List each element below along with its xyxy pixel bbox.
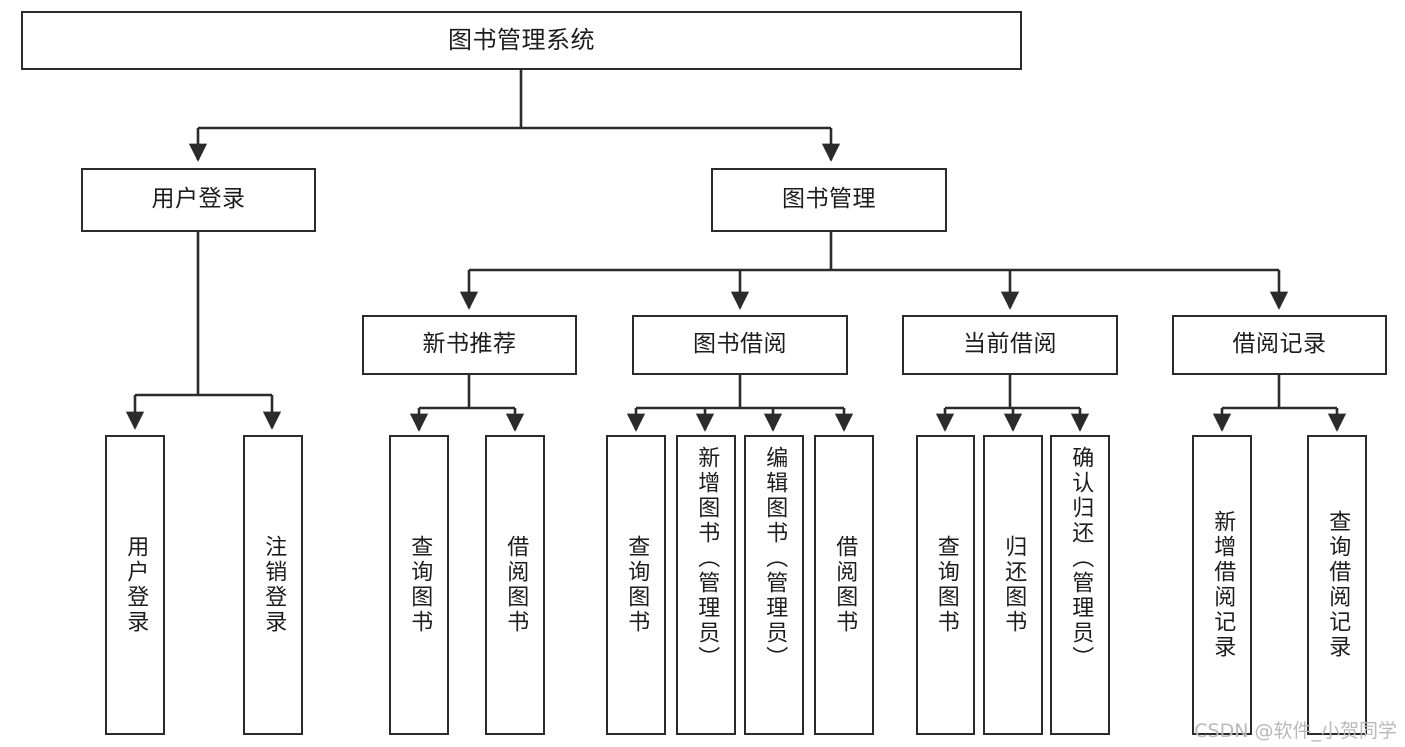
leaf-edit-book-admin[interactable]: 编辑图书（管理员） — [744, 435, 804, 735]
node-book-borrow[interactable]: 图书借阅 — [632, 315, 848, 375]
leaf-return-book[interactable]: 归还图书 — [983, 435, 1043, 735]
node-label: 新增借阅记录 — [1210, 510, 1236, 660]
node-label: 查询借阅记录 — [1325, 510, 1351, 660]
node-label: 查询图书 — [407, 535, 433, 635]
leaf-logout[interactable]: 注销登录 — [243, 435, 303, 735]
leaf-confirm-return-admin[interactable]: 确认归还（管理员） — [1050, 435, 1110, 735]
node-label: 查询图书 — [624, 535, 650, 635]
leaf-query-book-recommend[interactable]: 查询图书 — [389, 435, 449, 735]
node-root-system[interactable]: 图书管理系统 — [21, 11, 1022, 70]
leaf-add-book-admin[interactable]: 新增图书（管理员） — [676, 435, 736, 735]
node-label: 用户登录 — [123, 535, 149, 635]
leaf-add-borrow-record[interactable]: 新增借阅记录 — [1192, 435, 1252, 735]
leaf-query-book-borrow[interactable]: 查询图书 — [606, 435, 666, 735]
node-book-management[interactable]: 图书管理 — [711, 168, 947, 232]
node-label: 图书借阅 — [693, 331, 787, 358]
leaf-borrow-book[interactable]: 借阅图书 — [814, 435, 874, 735]
leaf-query-borrow-record[interactable]: 查询借阅记录 — [1307, 435, 1367, 735]
node-new-book-recommend[interactable]: 新书推荐 — [362, 315, 577, 375]
node-label: 借阅图书 — [832, 535, 858, 635]
watermark-text: CSDN @软件_小贺同学 — [1194, 720, 1397, 742]
node-current-borrow[interactable]: 当前借阅 — [902, 315, 1118, 375]
node-borrow-record[interactable]: 借阅记录 — [1172, 315, 1387, 375]
leaf-query-book-current[interactable]: 查询图书 — [916, 435, 975, 735]
node-label: 图书管理 — [782, 186, 876, 213]
leaf-borrow-book-recommend[interactable]: 借阅图书 — [485, 435, 545, 735]
node-label: 新增图书（管理员） — [694, 446, 720, 671]
node-label: 新书推荐 — [422, 331, 517, 358]
node-label: 图书管理系统 — [448, 26, 595, 55]
node-label: 注销登录 — [261, 535, 287, 635]
node-label: 查询图书 — [933, 535, 959, 635]
node-label: 确认归还（管理员） — [1068, 446, 1094, 671]
node-label: 借阅图书 — [503, 535, 529, 635]
leaf-user-login[interactable]: 用户登录 — [105, 435, 165, 735]
node-label: 当前借阅 — [963, 331, 1057, 358]
node-label: 借阅记录 — [1232, 331, 1327, 358]
node-label: 用户登录 — [151, 186, 246, 213]
node-label: 编辑图书（管理员） — [762, 446, 788, 671]
node-user-login[interactable]: 用户登录 — [81, 168, 316, 232]
node-label: 归还图书 — [1001, 535, 1027, 635]
